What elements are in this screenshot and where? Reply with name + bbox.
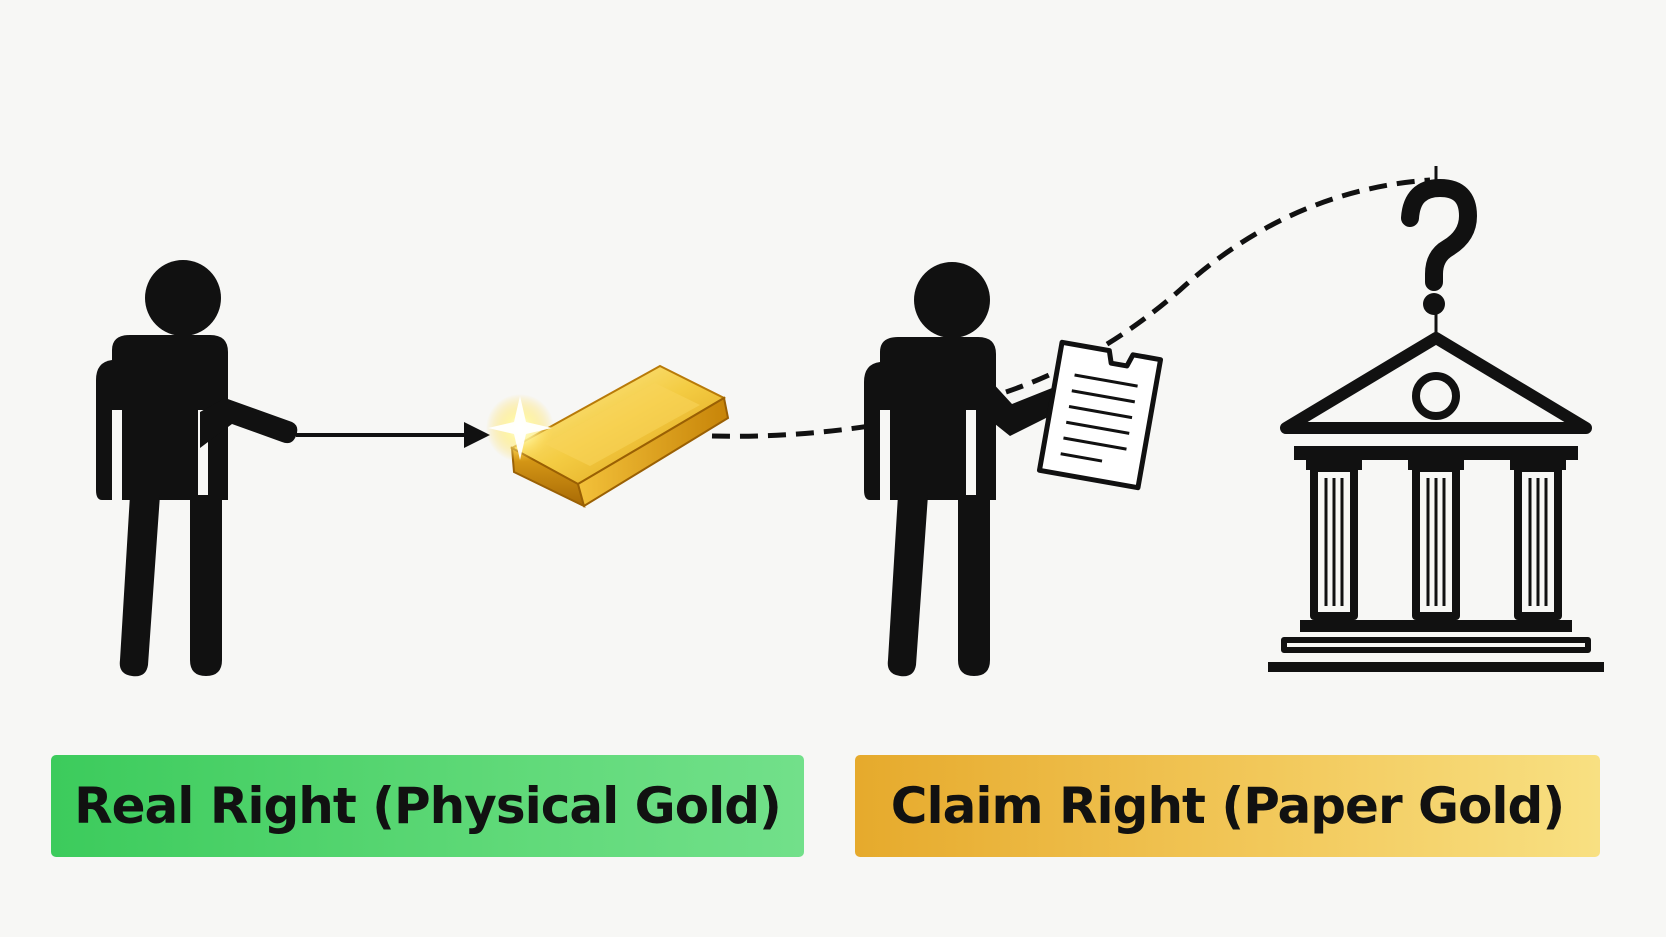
question-mark-icon [1401, 166, 1478, 315]
pointing-arrow [296, 422, 490, 448]
real-right-label-box: Real Right (Physical Gold) [51, 755, 804, 857]
real-right-label: Real Right (Physical Gold) [74, 777, 782, 835]
sparkle-icon [486, 394, 554, 462]
bank-building-icon [1268, 300, 1604, 672]
person-holding-document-icon [864, 262, 1069, 677]
person-pointing-icon [96, 260, 298, 677]
claim-right-label: Claim Right (Paper Gold) [890, 777, 1565, 835]
document-icon [1036, 339, 1164, 491]
claim-right-label-box: Claim Right (Paper Gold) [855, 755, 1600, 857]
gold-bar-icon [509, 364, 730, 508]
dashed-connector-gold [711, 423, 871, 439]
